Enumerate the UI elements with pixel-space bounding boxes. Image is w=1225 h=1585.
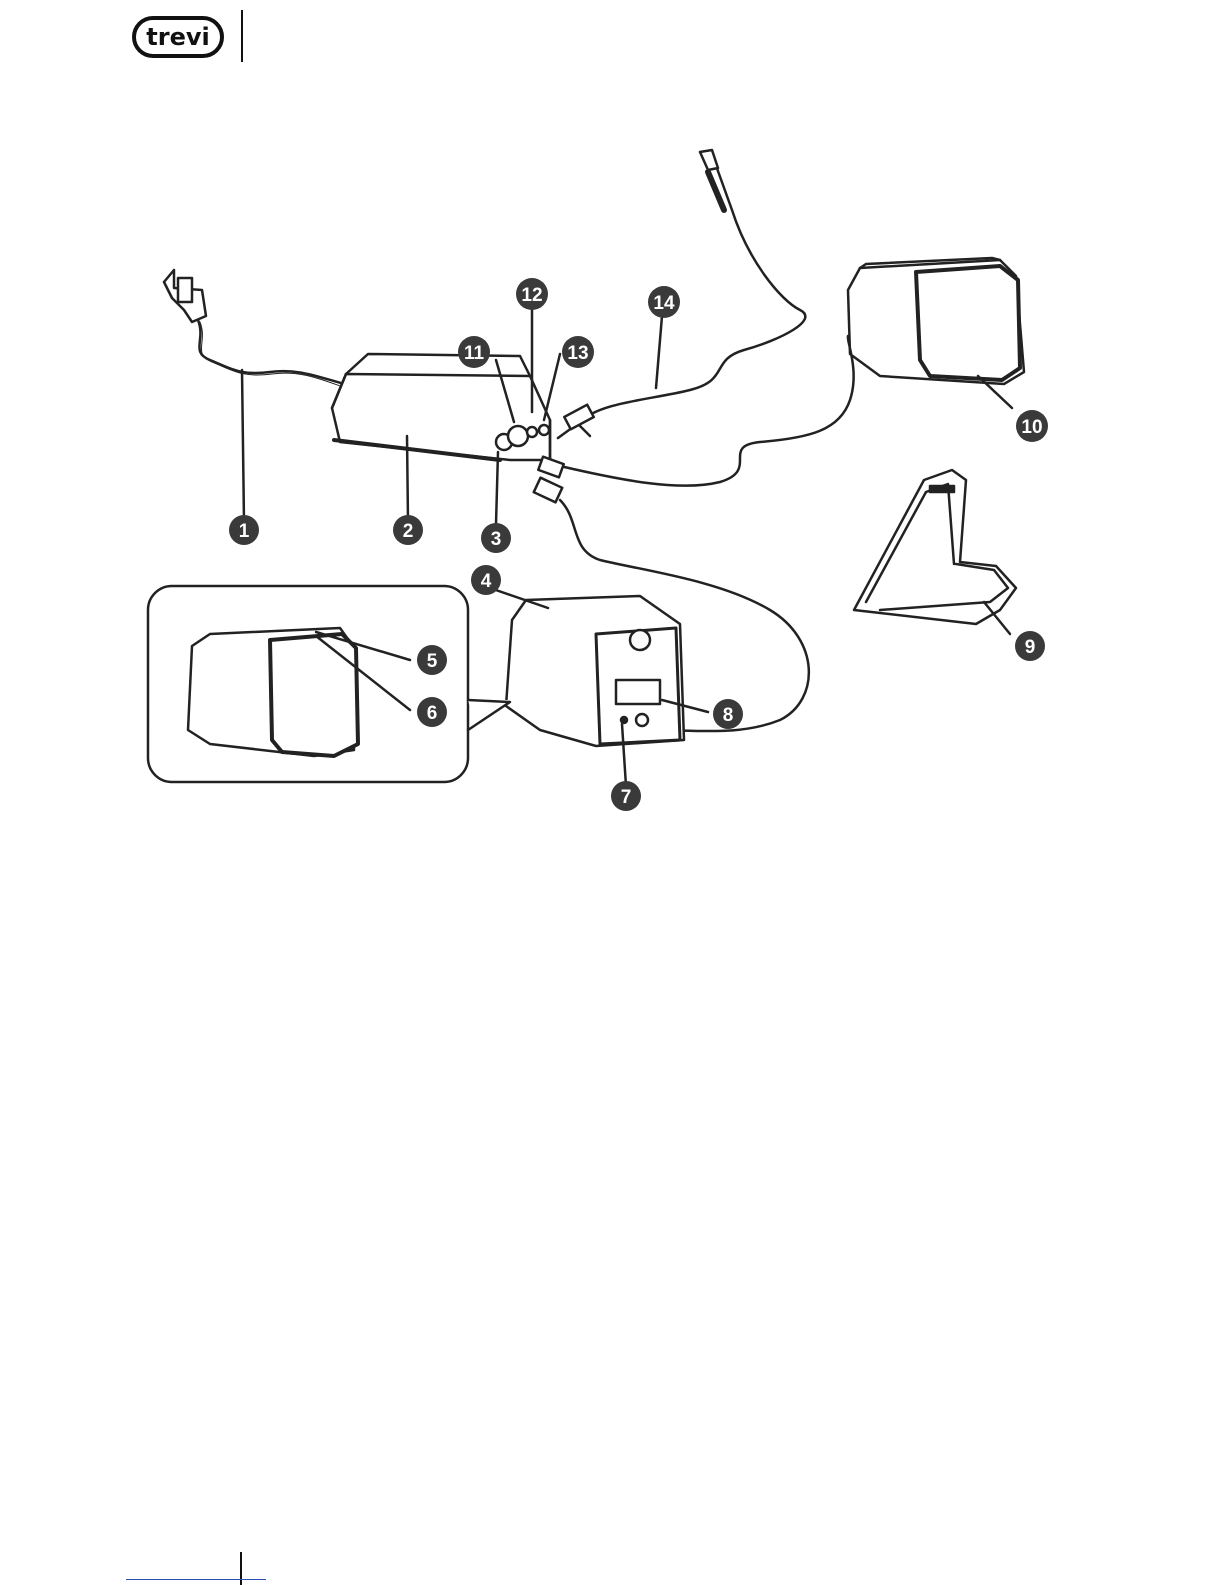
left-speaker [506,596,684,746]
header-divider [241,10,243,62]
svg-text:2: 2 [403,521,414,542]
footer-divider [240,1552,242,1585]
svg-text:11: 11 [464,343,485,364]
callout-12: 12 [516,278,548,310]
callout-11: 11 [458,336,490,368]
callout-2: 2 [393,515,423,545]
svg-text:4: 4 [481,571,492,592]
callout-9: 9 [1015,631,1045,661]
amplifier-box [332,354,550,460]
svg-text:5: 5 [427,651,438,672]
callout-14: 14 [648,286,680,318]
power-plug [164,270,206,322]
footer-underline [126,1579,266,1580]
phone-stand [854,470,1016,624]
callout-4: 4 [471,565,501,595]
svg-text:6: 6 [427,703,438,724]
right-speaker [848,258,1024,384]
svg-text:3: 3 [491,529,502,550]
inset-speaker-front [148,586,512,782]
callout-7: 7 [611,781,641,811]
svg-text:7: 7 [621,787,632,808]
callout-13: 13 [562,336,594,368]
svg-text:9: 9 [1025,637,1036,658]
svg-text:trevi: trevi [146,23,209,51]
svg-text:12: 12 [521,285,542,306]
svg-text:8: 8 [723,705,734,726]
audio-cable [580,160,805,422]
trevi-logo: trevi [132,16,224,58]
callout-5: 5 [417,645,447,675]
svg-text:14: 14 [653,293,675,314]
callout-3: 3 [481,523,511,553]
svg-text:1: 1 [239,521,250,542]
callout-10: 10 [1016,410,1048,442]
right-speaker-cable [560,336,854,486]
power-cord [198,320,352,386]
callout-6: 6 [417,697,447,727]
callout-1: 1 [229,515,259,545]
product-parts-diagram: 1 2 3 4 5 6 7 8 9 10 11 12 13 14 [120,140,1080,830]
callout-8: 8 [713,699,743,729]
svg-text:13: 13 [567,343,588,364]
svg-text:10: 10 [1021,417,1042,438]
